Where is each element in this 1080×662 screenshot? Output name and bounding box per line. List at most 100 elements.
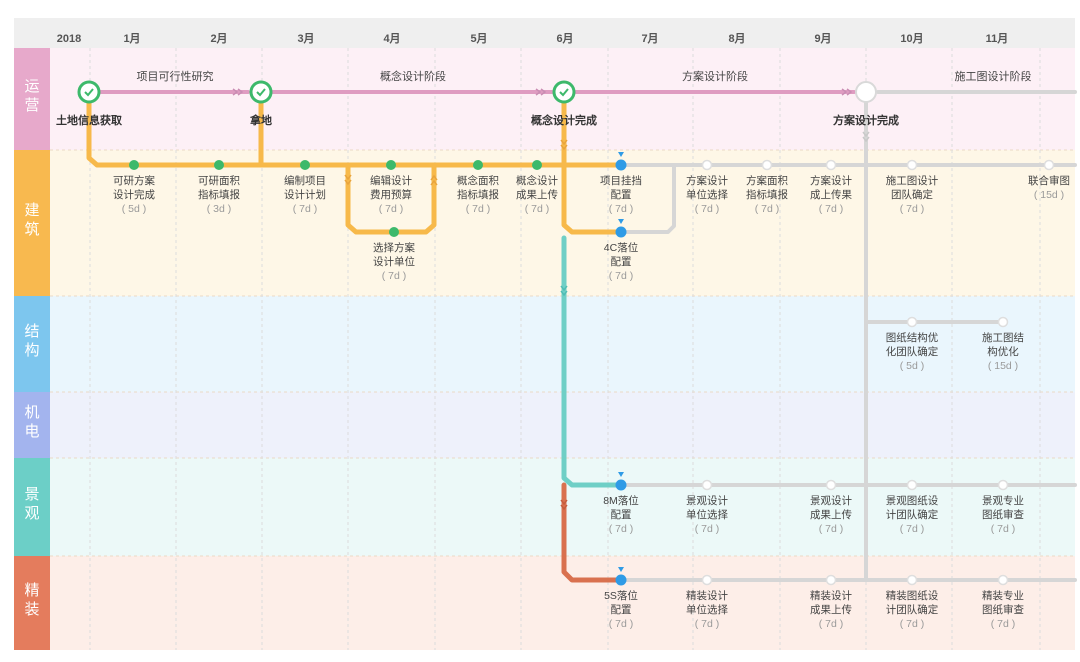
task-name: 设计完成 xyxy=(113,188,155,201)
task-node[interactable] xyxy=(906,479,918,491)
flow-arrow xyxy=(560,499,568,511)
lane-label-arch: 建筑 xyxy=(24,202,39,238)
task-duration: ( 5d ) xyxy=(122,203,147,215)
task-node[interactable] xyxy=(129,160,139,170)
task-name: 精装专业 xyxy=(982,589,1024,602)
task-name: 方案设计 xyxy=(686,174,728,187)
task-node[interactable] xyxy=(997,316,1009,328)
task-name: 施工图设计 xyxy=(886,174,939,187)
task-node[interactable] xyxy=(825,479,837,491)
task-node[interactable] xyxy=(389,227,399,237)
task-node[interactable] xyxy=(615,219,627,238)
header-month: 3月 xyxy=(297,32,314,45)
task-node[interactable] xyxy=(214,160,224,170)
task-node[interactable] xyxy=(386,160,396,170)
task-name: 图纸审查 xyxy=(982,508,1024,521)
task-name: 选择方案 xyxy=(373,241,415,254)
task-name: 指标填报 xyxy=(746,188,788,201)
phase-label: 方案设计阶段 xyxy=(682,69,748,83)
lane-arch-tab xyxy=(14,150,50,296)
arch-down-branch xyxy=(561,99,624,235)
task-node[interactable] xyxy=(532,160,542,170)
task-name: 概念设计 xyxy=(516,174,558,187)
task-duration: ( 7d ) xyxy=(695,523,720,535)
arch-todo-return xyxy=(619,163,676,234)
task-name: 计团队确定 xyxy=(886,603,939,616)
task-name: 施工图结 xyxy=(982,331,1024,344)
task-name: 成果上传 xyxy=(516,189,558,201)
lane-label-fit: 精装 xyxy=(24,582,39,618)
task-name: 景观设计 xyxy=(686,494,728,507)
task-duration: ( 7d ) xyxy=(609,203,634,215)
task-node[interactable] xyxy=(615,567,627,586)
task-name: 构优化 xyxy=(987,345,1019,358)
task-duration: ( 7d ) xyxy=(991,618,1016,630)
task-name: 指标填报 xyxy=(198,188,240,201)
task-name: 5S落位 xyxy=(604,589,638,602)
task-node[interactable] xyxy=(825,159,837,171)
task-name: 设计单位 xyxy=(373,255,415,268)
task-node[interactable] xyxy=(701,479,713,491)
flow-arrow xyxy=(535,88,547,96)
task-duration: ( 7d ) xyxy=(609,270,634,282)
task-node[interactable] xyxy=(615,152,627,171)
task-node[interactable] xyxy=(906,574,918,586)
flow-arrow xyxy=(560,285,568,297)
task-name: 单位选择 xyxy=(686,508,728,521)
current-marker-icon xyxy=(618,567,624,572)
task-node[interactable] xyxy=(615,472,627,491)
task-duration: ( 5d ) xyxy=(900,360,925,372)
task-name: 编制项目 xyxy=(284,174,326,187)
task-node[interactable] xyxy=(473,160,483,170)
flow-nodes xyxy=(77,80,1055,586)
task-name: 景观设计 xyxy=(810,494,852,507)
task-name: 成上传果 xyxy=(810,189,852,201)
task-duration: ( 7d ) xyxy=(293,203,318,215)
task-duration: ( 7d ) xyxy=(819,523,844,535)
task-name: 联合审图 xyxy=(1028,174,1070,187)
task-node[interactable] xyxy=(997,479,1009,491)
task-node[interactable] xyxy=(906,316,918,328)
task-duration: ( 7d ) xyxy=(695,203,720,215)
task-node[interactable] xyxy=(906,159,918,171)
header-bar xyxy=(14,18,1075,48)
task-name: 方案设计 xyxy=(810,174,852,187)
task-node[interactable] xyxy=(701,574,713,586)
task-node[interactable] xyxy=(300,160,310,170)
flow-arrow xyxy=(344,174,352,186)
task-name: 团队确定 xyxy=(891,188,933,201)
task-duration: ( 7d ) xyxy=(609,523,634,535)
flow-arrow xyxy=(232,88,244,96)
task-node[interactable] xyxy=(825,574,837,586)
milestone-label: 土地信息获取 xyxy=(56,113,122,127)
task-node[interactable] xyxy=(1043,159,1055,171)
check-icon xyxy=(84,88,94,97)
task-name: 精装设计 xyxy=(810,589,852,602)
lane-land-tab xyxy=(14,458,50,556)
phase-label: 项目可行性研究 xyxy=(137,69,214,83)
arch-main-line xyxy=(86,99,624,168)
lane-fit-tab xyxy=(14,556,50,650)
lane-label-ops: 运营 xyxy=(24,78,39,114)
task-duration: ( 3d ) xyxy=(207,203,232,215)
flow-arrow xyxy=(560,139,568,151)
task-duration: ( 7d ) xyxy=(379,203,404,215)
task-duration: ( 7d ) xyxy=(609,618,634,630)
task-duration: ( 15d ) xyxy=(1034,189,1064,201)
check-icon xyxy=(559,88,569,97)
task-node[interactable] xyxy=(761,159,773,171)
task-node[interactable] xyxy=(997,574,1009,586)
task-duration: ( 7d ) xyxy=(466,203,491,215)
node-labels: 项目可行性研究概念设计阶段方案设计阶段施工图设计阶段土地信息获取拿地概念设计完成… xyxy=(56,69,1070,630)
task-node[interactable] xyxy=(701,159,713,171)
